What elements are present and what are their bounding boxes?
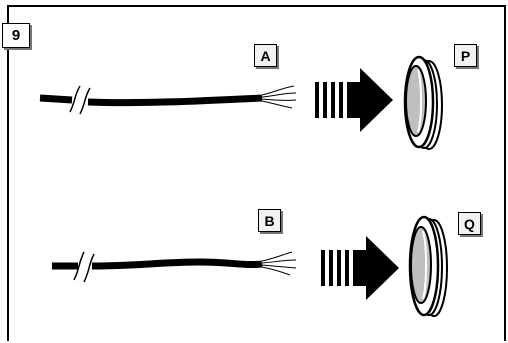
diagram-frame <box>7 5 506 341</box>
grommet-ring-q-icon <box>408 215 448 317</box>
label-b: B <box>258 209 281 232</box>
cable-b-break-icon <box>73 251 95 283</box>
cable-a-icon <box>39 85 297 115</box>
cable-a-break-icon <box>69 85 91 115</box>
arrow-top-icon <box>315 68 393 132</box>
step-number-badge: 9 <box>2 23 30 48</box>
label-p: P <box>454 44 477 67</box>
label-a: A <box>254 44 277 67</box>
grommet-ring-p-icon <box>403 55 443 150</box>
cable-b-strands-icon <box>261 251 297 276</box>
arrow-bottom-icon <box>321 236 399 300</box>
cable-a-strands-icon <box>261 85 297 109</box>
label-q: Q <box>458 212 481 235</box>
cable-b-icon <box>52 251 297 283</box>
